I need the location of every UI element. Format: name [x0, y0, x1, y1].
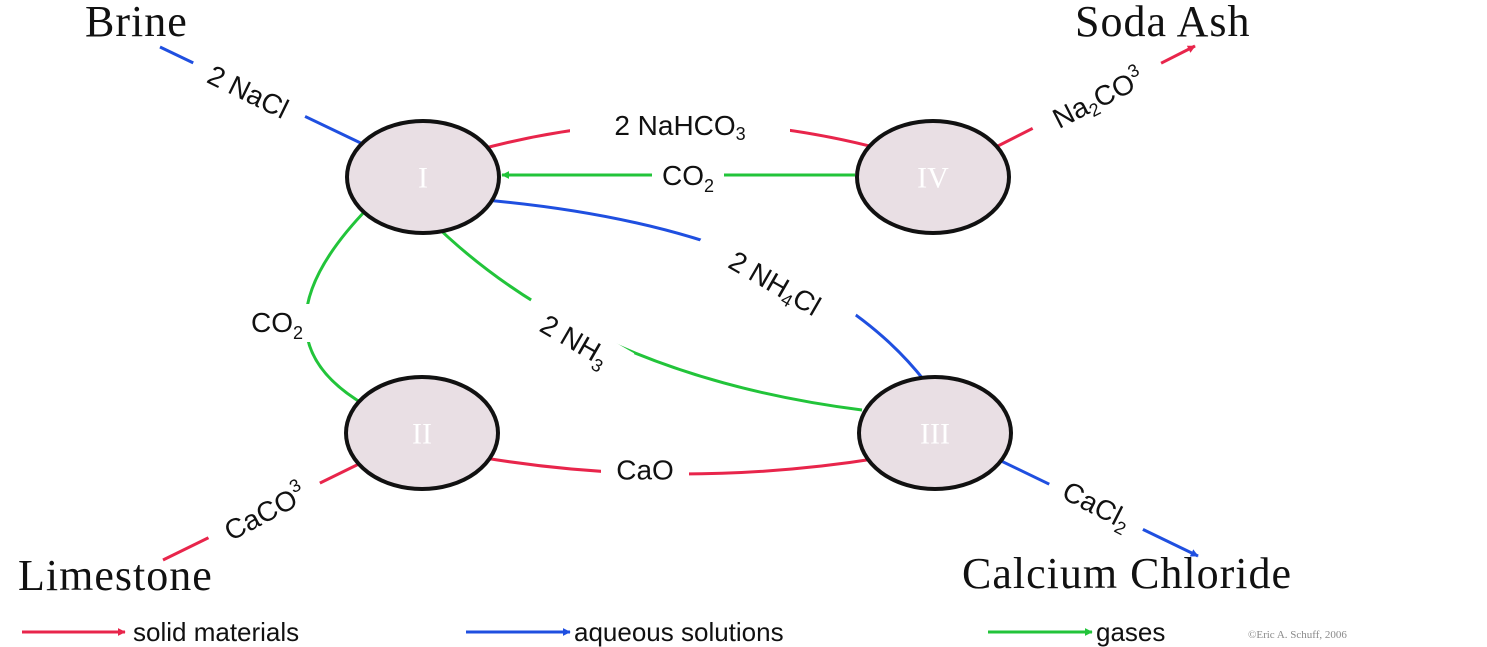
- node-iv-circle: [855, 119, 1011, 235]
- brine-label: Brine: [85, 0, 188, 46]
- co2-left-label-group: CO2: [241, 304, 313, 343]
- nacl-label-bg: [185, 48, 312, 134]
- nahco3-label-bg: [570, 105, 790, 145]
- nh4cl-label-group: 2 NH4Cl: [689, 224, 859, 346]
- co2-left-arrow: [304, 206, 370, 407]
- cao-label: CaO: [616, 455, 674, 486]
- node-iii: III: [857, 375, 1013, 491]
- node-i: I: [345, 119, 501, 235]
- node-iii-circle: [857, 375, 1013, 491]
- node-iv: IV: [855, 119, 1011, 235]
- co2-top-label-bg: [652, 157, 724, 195]
- nh3-label-group: 2 NH3: [513, 295, 635, 389]
- nahco3-label: 2 NaHCO3: [614, 110, 745, 145]
- nahco3-label-main: 2 NaHCO: [614, 110, 735, 141]
- node-i-label: I: [418, 162, 428, 195]
- co2-left-label-main: CO: [251, 307, 293, 338]
- nacl-label: 2 NaCl: [203, 59, 294, 124]
- node-iii-label: III: [920, 418, 950, 451]
- cacl2-label-bg: [1040, 465, 1152, 549]
- legend-solid-label: solid materials: [133, 617, 299, 647]
- copyright-credit: ©Eric A. Schuff, 2006: [1248, 629, 1347, 641]
- legend: solid materials aqueous solutions gases …: [22, 617, 1347, 647]
- node-ii: II: [344, 375, 500, 491]
- node-iv-label: IV: [917, 162, 949, 195]
- co2-left-label: CO2: [251, 307, 303, 344]
- cao-label-group: CaO: [601, 452, 689, 488]
- cao-label-bg: [601, 452, 689, 488]
- co2-top-label-main: CO: [662, 160, 704, 191]
- legend-aqueous-label: aqueous solutions: [574, 617, 784, 647]
- limestone-label: Limestone: [18, 551, 213, 600]
- nh4cl-label-bg: [689, 224, 859, 346]
- nahco3-label-group: 2 NaHCO3: [570, 105, 790, 145]
- co2-left-label-sub: 2: [293, 323, 303, 343]
- soda-ash-label: Soda Ash: [1075, 0, 1250, 46]
- caco3-label-bg: [201, 466, 330, 559]
- cacl2-label-group: CaCl2: [1040, 465, 1152, 549]
- nh3-label-bg: [513, 295, 635, 389]
- co2-top-label-sub: 2: [704, 176, 714, 196]
- nahco3-label-sub: 3: [736, 124, 746, 144]
- na2co3-label-bg: [1025, 49, 1172, 149]
- caco3-label-group: CaCO3: [201, 466, 330, 559]
- co2-top-label-group: CO2: [652, 157, 724, 196]
- na2co3-label-group: Na2CO3: [1025, 49, 1172, 149]
- node-ii-circle: [344, 375, 500, 491]
- co2-left-label-bg: [241, 304, 313, 342]
- nacl-label-group: 2 NaCl: [185, 48, 312, 134]
- co2-top-label: CO2: [662, 160, 714, 197]
- node-ii-label: II: [412, 418, 432, 451]
- node-i-circle: [345, 119, 501, 235]
- legend-gas-label: gases: [1096, 617, 1165, 647]
- calcium-chloride-label: Calcium Chloride: [962, 549, 1292, 598]
